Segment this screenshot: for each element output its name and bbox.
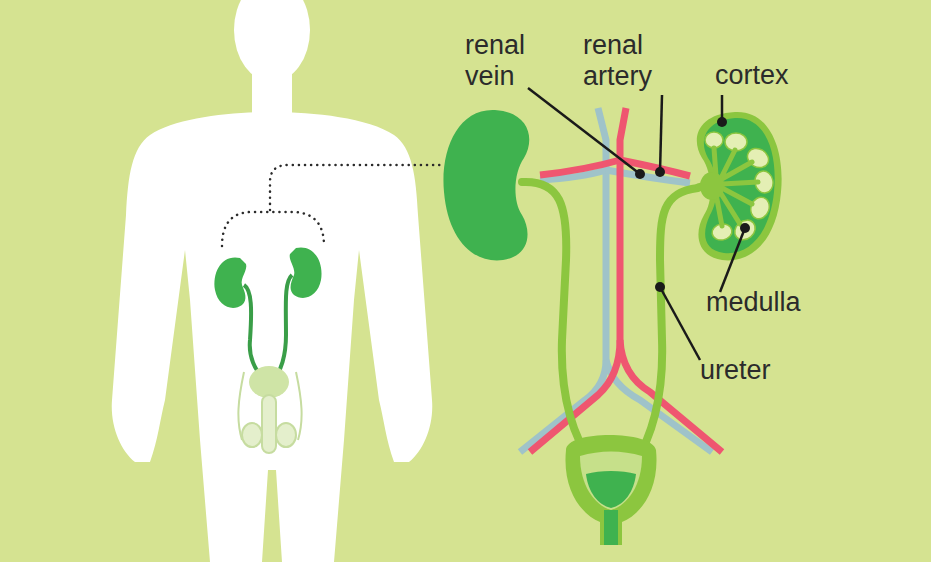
part-label: renal vein [465,30,560,92]
part-label: renal artery [583,30,693,92]
part-label: ureter [700,355,840,386]
body-silhouette [112,0,433,562]
zoom-bracket [222,165,442,246]
kidney-cross-section [697,112,782,260]
part-label: cortex [715,60,855,91]
small-urinary-system [214,247,321,453]
kidney [443,110,529,260]
leader-dots [635,117,750,292]
leader-lines [528,88,745,360]
part-label: medulla [706,287,866,318]
ureters [522,182,698,462]
bladder [565,435,656,545]
